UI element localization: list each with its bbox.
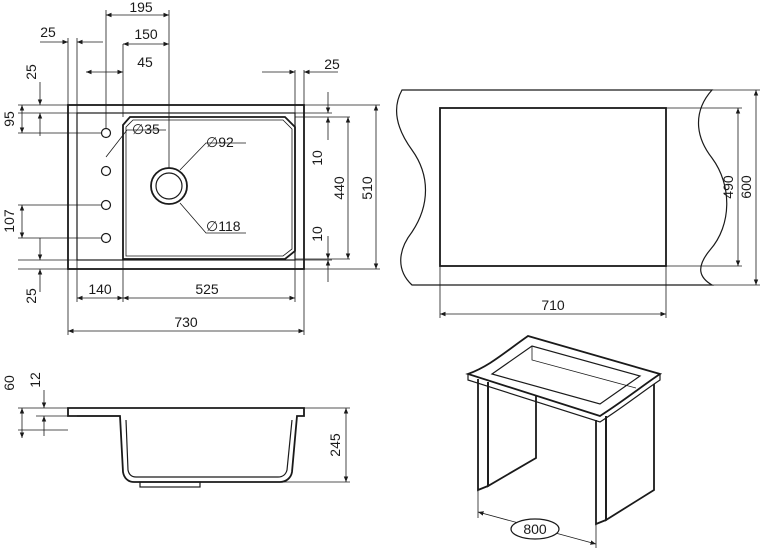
dim-600: 600 xyxy=(738,175,754,199)
countertop-outline xyxy=(395,89,728,286)
cabinet-dimension-800: 800 xyxy=(510,518,560,540)
sink-bowl-inner-edge xyxy=(125,119,293,257)
sink-side-profile xyxy=(67,407,305,483)
cutout-rectangle xyxy=(439,107,667,267)
dim-12: 12 xyxy=(27,372,43,388)
dim-diameter-92: ∅92 xyxy=(206,134,234,150)
dim-490: 490 xyxy=(720,175,736,199)
cabinet-top-cutout xyxy=(490,345,642,405)
countertop-cutout-view xyxy=(395,89,728,286)
dim-440: 440 xyxy=(331,176,347,200)
dim-510: 510 xyxy=(359,176,375,200)
dim-diameter-35: ∅35 xyxy=(132,121,160,137)
dim-195: 195 xyxy=(129,0,153,15)
sink-outer-rim xyxy=(67,104,305,270)
dim-730: 730 xyxy=(174,314,198,330)
sink-side-view xyxy=(67,407,305,488)
cutout-dimension-labels: 490 600 710 xyxy=(541,175,754,313)
cabinet-3d-view xyxy=(465,335,663,526)
faucet-hole-3 xyxy=(100,199,112,211)
dim-140: 140 xyxy=(88,281,112,297)
top-view-extension-lines xyxy=(18,10,380,335)
dim-107: 107 xyxy=(1,209,17,233)
sink-bowl xyxy=(122,116,296,260)
cutout-dimension-lines xyxy=(439,89,760,318)
faucet-hole-4 xyxy=(100,232,112,244)
cabinet-top-slab-edge xyxy=(467,374,661,423)
dim-25-left-upper: 25 xyxy=(23,64,39,80)
dim-10-lower: 10 xyxy=(309,226,325,242)
faucet-hole-2 xyxy=(100,165,112,177)
dim-45: 45 xyxy=(137,54,153,70)
dim-diameter-118: ∅118 xyxy=(206,218,241,234)
cabinet-right-panel-front xyxy=(595,416,607,526)
cabinet-left-panel xyxy=(487,382,537,488)
top-view-dimension-labels: 195 150 45 25 25 25 95 107 25 ∅35 ∅92 ∅1… xyxy=(1,0,375,330)
faucet-hole-1 xyxy=(100,127,112,139)
sink-side-inner xyxy=(125,419,293,478)
sink-top-view xyxy=(67,104,305,270)
top-view-dimension-lines xyxy=(19,12,379,334)
cabinet-left-panel-front xyxy=(477,379,489,492)
dim-245: 245 xyxy=(327,433,343,457)
side-view-dimension-labels: 60 12 245 xyxy=(1,372,343,457)
dim-710: 710 xyxy=(541,297,565,313)
dim-95: 95 xyxy=(1,111,17,127)
dim-25-top-left: 25 xyxy=(40,24,56,40)
dim-25-top-right: 25 xyxy=(324,56,340,72)
dim-60: 60 xyxy=(1,375,17,391)
drain-spout xyxy=(139,481,201,488)
side-view-dimension-lines xyxy=(18,390,350,483)
drain-inner-circle xyxy=(155,172,183,200)
dim-25-left-lower: 25 xyxy=(23,288,39,304)
dim-525: 525 xyxy=(195,281,219,297)
dim-800: 800 xyxy=(523,521,547,537)
dim-150: 150 xyxy=(134,26,158,42)
cabinet-right-panel xyxy=(605,384,655,522)
cabinet-top-slab xyxy=(465,335,663,417)
dim-10-upper: 10 xyxy=(309,150,325,166)
